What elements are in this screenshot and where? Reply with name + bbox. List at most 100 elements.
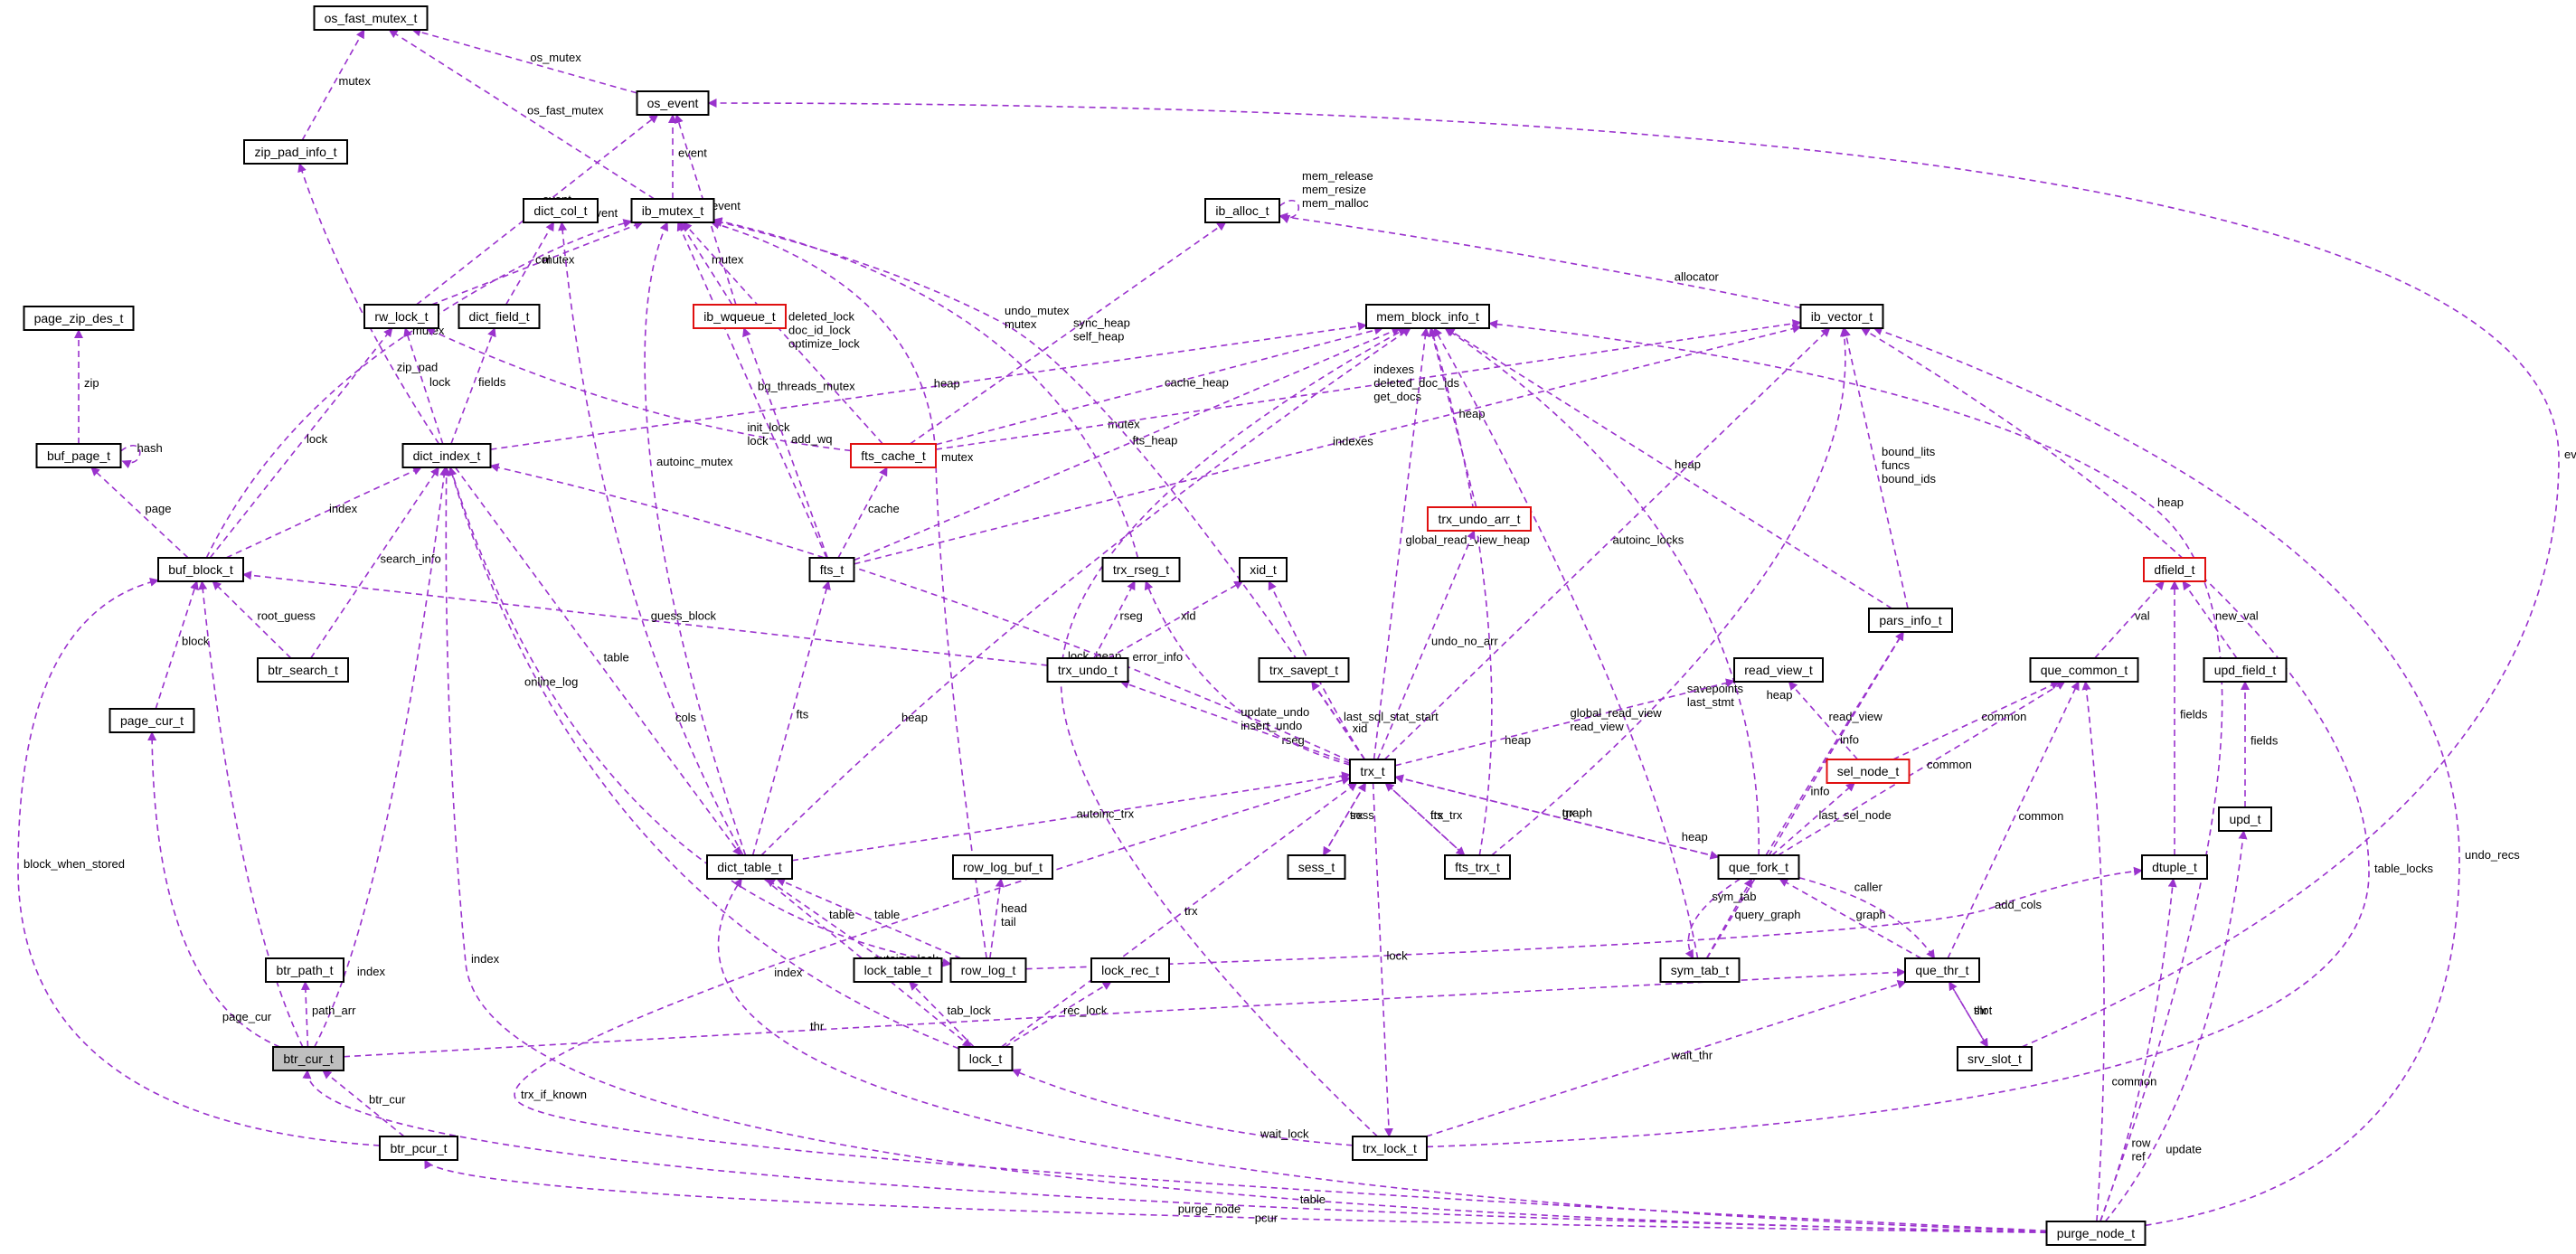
- node-box[interactable]: [1826, 759, 1911, 784]
- node-ib_vector_t[interactable]: ib_vector_t: [1799, 304, 1884, 329]
- node-ib_alloc_t[interactable]: ib_alloc_t: [1204, 198, 1280, 223]
- node-btr_cur_t[interactable]: btr_cur_t: [272, 1046, 344, 1071]
- node-box[interactable]: [1957, 1046, 2033, 1071]
- node-box[interactable]: [2203, 657, 2288, 683]
- node-trx_lock_t[interactable]: trx_lock_t: [1352, 1136, 1428, 1161]
- node-os_fast_mutex_t[interactable]: os_fast_mutex_t: [313, 5, 429, 31]
- node-buf_block_t[interactable]: buf_block_t: [157, 557, 244, 582]
- node-dtuple_t[interactable]: dtuple_t: [2141, 854, 2208, 880]
- node-box[interactable]: [363, 304, 439, 329]
- node-fts_t[interactable]: fts_t: [808, 557, 855, 582]
- node-btr_pcur_t[interactable]: btr_pcur_t: [379, 1136, 458, 1161]
- node-mem_block_info_t[interactable]: mem_block_info_t: [1365, 304, 1490, 329]
- node-purge_node_t[interactable]: purge_node_t: [2045, 1221, 2147, 1246]
- node-dict_table_t[interactable]: dict_table_t: [706, 854, 793, 880]
- node-box[interactable]: [1287, 854, 1346, 880]
- node-box[interactable]: [1090, 957, 1170, 983]
- node-box[interactable]: [630, 198, 715, 223]
- node-fts_cache_t[interactable]: fts_cache_t: [850, 443, 937, 468]
- node-sess_t[interactable]: sess_t: [1287, 854, 1346, 880]
- node-os_event[interactable]: os_event: [636, 90, 710, 116]
- node-lock_t[interactable]: lock_t: [958, 1046, 1014, 1071]
- node-box[interactable]: [243, 139, 348, 165]
- node-box[interactable]: [693, 304, 787, 329]
- node-lock_rec_t[interactable]: lock_rec_t: [1090, 957, 1170, 983]
- node-read_view_t[interactable]: read_view_t: [1733, 657, 1824, 683]
- node-box[interactable]: [1204, 198, 1280, 223]
- node-que_thr_t[interactable]: que_thr_t: [1904, 957, 1980, 983]
- node-box[interactable]: [1352, 1136, 1428, 1161]
- node-box[interactable]: [949, 957, 1027, 983]
- node-dfield_t[interactable]: dfield_t: [2143, 557, 2206, 582]
- node-trx_t[interactable]: trx_t: [1349, 759, 1396, 784]
- node-ib_wqueue_t[interactable]: ib_wqueue_t: [693, 304, 787, 329]
- node-box[interactable]: [850, 443, 937, 468]
- node-que_fork_t[interactable]: que_fork_t: [1717, 854, 1800, 880]
- node-dict_col_t[interactable]: dict_col_t: [523, 198, 599, 223]
- node-lock_table_t[interactable]: lock_table_t: [853, 957, 943, 983]
- node-box[interactable]: [958, 1046, 1014, 1071]
- node-box[interactable]: [523, 198, 599, 223]
- node-box[interactable]: [265, 957, 344, 983]
- node-srv_slot_t[interactable]: srv_slot_t: [1957, 1046, 2033, 1071]
- node-trx_undo_t[interactable]: trx_undo_t: [1046, 657, 1129, 683]
- node-xid_t[interactable]: xid_t: [1239, 557, 1288, 582]
- node-que_common_t[interactable]: que_common_t: [2029, 657, 2139, 683]
- node-box[interactable]: [952, 854, 1053, 880]
- node-box[interactable]: [1444, 854, 1511, 880]
- node-box[interactable]: [257, 657, 349, 683]
- node-trx_savept_t[interactable]: trx_savept_t: [1258, 657, 1350, 683]
- node-trx_rseg_t[interactable]: trx_rseg_t: [1101, 557, 1181, 582]
- node-box[interactable]: [23, 306, 135, 331]
- node-box[interactable]: [706, 854, 793, 880]
- node-sel_node_t[interactable]: sel_node_t: [1826, 759, 1911, 784]
- node-box[interactable]: [1046, 657, 1129, 683]
- node-box[interactable]: [2141, 854, 2208, 880]
- node-buf_page_t[interactable]: buf_page_t: [35, 443, 122, 468]
- node-box[interactable]: [1258, 657, 1350, 683]
- node-btr_path_t[interactable]: btr_path_t: [265, 957, 344, 983]
- node-box[interactable]: [458, 304, 541, 329]
- node-fts_trx_t[interactable]: fts_trx_t: [1444, 854, 1511, 880]
- node-ib_mutex_t[interactable]: ib_mutex_t: [630, 198, 715, 223]
- node-box[interactable]: [1365, 304, 1490, 329]
- node-box[interactable]: [272, 1046, 344, 1071]
- node-upd_t[interactable]: upd_t: [2218, 806, 2272, 832]
- node-box[interactable]: [1349, 759, 1396, 784]
- node-box[interactable]: [636, 90, 710, 116]
- node-sym_tab_t[interactable]: sym_tab_t: [1659, 957, 1741, 983]
- node-btr_search_t[interactable]: btr_search_t: [257, 657, 349, 683]
- node-page_cur_t[interactable]: page_cur_t: [109, 708, 195, 733]
- node-box[interactable]: [313, 5, 429, 31]
- node-box[interactable]: [109, 708, 195, 733]
- node-box[interactable]: [35, 443, 122, 468]
- node-box[interactable]: [1904, 957, 1980, 983]
- node-box[interactable]: [1427, 506, 1532, 532]
- node-trx_undo_arr_t[interactable]: trx_undo_arr_t: [1427, 506, 1532, 532]
- node-box[interactable]: [853, 957, 943, 983]
- node-box[interactable]: [2218, 806, 2272, 832]
- node-pars_info_t[interactable]: pars_info_t: [1868, 608, 1953, 633]
- node-box[interactable]: [157, 557, 244, 582]
- node-box[interactable]: [1659, 957, 1741, 983]
- node-box[interactable]: [2045, 1221, 2147, 1246]
- node-box[interactable]: [1101, 557, 1181, 582]
- node-dict_index_t[interactable]: dict_index_t: [401, 443, 492, 468]
- node-zip_pad_info_t[interactable]: zip_pad_info_t: [243, 139, 348, 165]
- node-upd_field_t[interactable]: upd_field_t: [2203, 657, 2288, 683]
- node-dict_field_t[interactable]: dict_field_t: [458, 304, 541, 329]
- node-box[interactable]: [401, 443, 492, 468]
- node-page_zip_des_t[interactable]: page_zip_des_t: [23, 306, 135, 331]
- node-box[interactable]: [1717, 854, 1800, 880]
- node-box[interactable]: [379, 1136, 458, 1161]
- node-box[interactable]: [1733, 657, 1824, 683]
- node-box[interactable]: [1868, 608, 1953, 633]
- node-box[interactable]: [808, 557, 855, 582]
- node-row_log_buf_t[interactable]: row_log_buf_t: [952, 854, 1053, 880]
- node-row_log_t[interactable]: row_log_t: [949, 957, 1027, 983]
- node-rw_lock_t[interactable]: rw_lock_t: [363, 304, 439, 329]
- node-box[interactable]: [2143, 557, 2206, 582]
- node-box[interactable]: [2029, 657, 2139, 683]
- node-box[interactable]: [1799, 304, 1884, 329]
- node-box[interactable]: [1239, 557, 1288, 582]
